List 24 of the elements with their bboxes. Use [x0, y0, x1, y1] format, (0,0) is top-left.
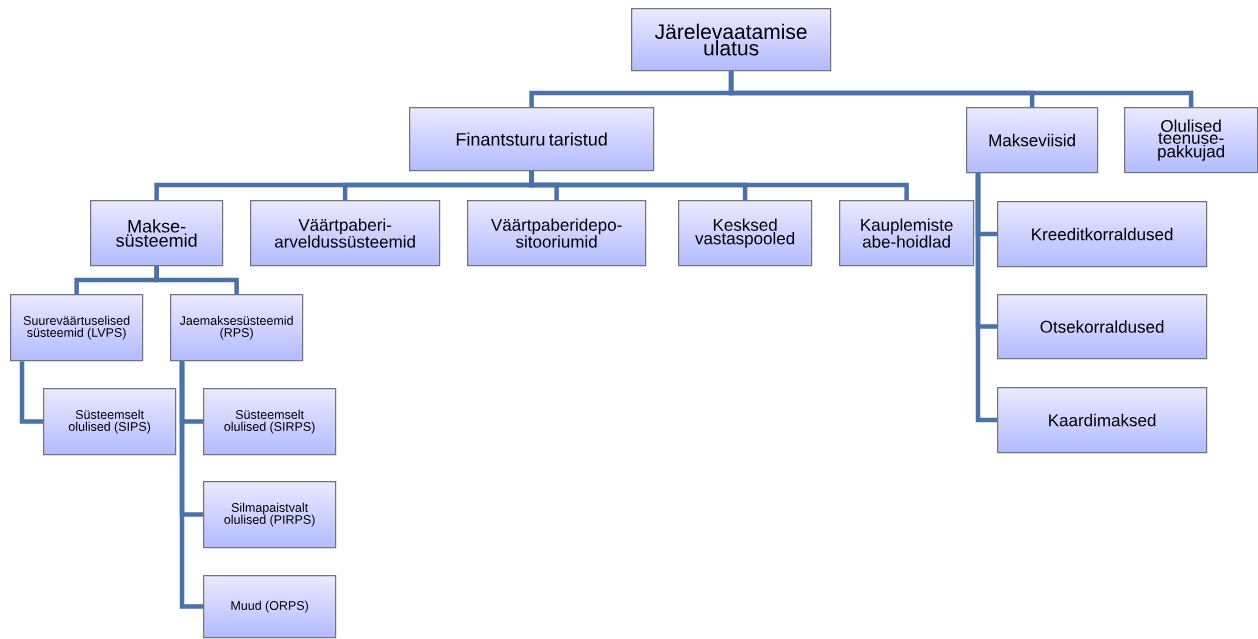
org-box: Süsteemselt olulised (SIPS) — [43, 388, 177, 456]
org-box: Muud (ORPS) — [203, 575, 337, 639]
org-box: Kesksed vastaspooled — [678, 200, 813, 267]
org-box: Väärtpaberidepo-sitooriumid — [467, 200, 647, 267]
org-box: Järelevaatamise ulatus — [631, 8, 832, 72]
org-box: Makseviisid — [966, 107, 1099, 174]
connector-line — [728, 71, 1194, 107]
org-box: Süsteemselt olulised (SIRPS) — [203, 388, 337, 456]
connector-line — [529, 171, 909, 200]
org-box: Kauplemiste abe-hoidlad — [839, 200, 975, 267]
connector-line — [154, 266, 239, 294]
org-box: Kaardimaksed — [997, 387, 1208, 454]
org-box: Väärtpaberi-arveldussüsteemid — [250, 200, 441, 267]
connector-line — [179, 361, 203, 609]
org-box: Jaemaksesüsteemid (RPS) — [170, 294, 304, 362]
org-box: Silmapaistvalt olulised (PIRPS) — [203, 481, 337, 549]
connector-line — [19, 361, 43, 424]
connector-line — [975, 173, 997, 423]
org-box: Suureväärtuselised süsteemid (LVPS) — [10, 294, 144, 362]
org-box: Olulised teenuse-pakkujad — [1124, 107, 1258, 174]
org-box: Otsekorraldused — [997, 294, 1208, 360]
org-box: Finantsturu taristud — [409, 107, 655, 172]
org-box: Makse-süsteemid — [90, 200, 224, 267]
org-box: Kreeditkorraldused — [997, 201, 1208, 268]
